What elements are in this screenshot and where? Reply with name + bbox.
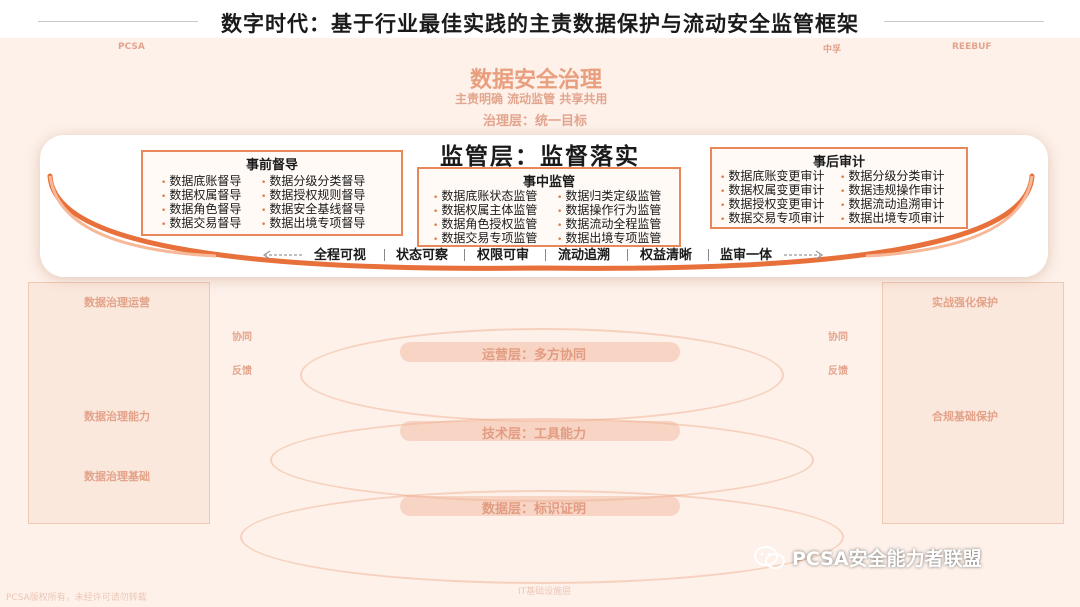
layer-ring-data (240, 490, 844, 584)
mid-item: 数据归类定级监管 (557, 187, 661, 204)
logo-pcsa: PCSA (118, 42, 145, 52)
ops-layer-label: 运营层：多方协同 (482, 348, 587, 363)
strip-separator (627, 249, 628, 261)
pre-supervision-box: 事前督导 数据底账督导 数据分级分类督导 数据权属督导 数据授权规则督导 数据角… (141, 150, 403, 236)
post-item: 数据出境专项审计 (840, 209, 944, 226)
strip-item-rights: 权益清晰 (640, 248, 693, 263)
pre-item: 数据交易督导 (161, 214, 241, 231)
collab-left: 协同 (232, 332, 252, 343)
strip-separator (545, 249, 546, 261)
strip-separator (464, 249, 465, 261)
pre-item: 数据底账督导 (161, 172, 241, 189)
title-rule-right (884, 21, 1044, 22)
post-item: 数据底账变更审计 (720, 167, 824, 184)
right-panel (882, 282, 1064, 524)
post-item: 数据流动追溯审计 (840, 195, 944, 212)
mid-item: 数据流动全程监管 (557, 215, 661, 232)
post-item: 数据分级分类审计 (840, 167, 944, 184)
logo-zhongfu: 中孚 (823, 45, 842, 55)
ops-layer-bar (400, 342, 680, 362)
mid-item: 数据角色授权监管 (433, 215, 537, 232)
footer-copyright: PCSA版权所有，未经许可请勿转载 (6, 593, 147, 603)
right-panel-combat: 实战强化保护 (932, 296, 998, 309)
post-item: 数据违规操作审计 (840, 181, 944, 198)
strip-item-trace: 流动追溯 (558, 248, 611, 263)
pre-item: 数据安全基线督导 (261, 200, 365, 217)
governance-title: 数据安全治理 (470, 68, 603, 93)
strip-arrow-left (262, 250, 302, 260)
strip-separator (384, 249, 385, 261)
mid-item: 数据底账状态监管 (433, 187, 537, 204)
footer-infra: IT基础设施层 (518, 587, 572, 597)
post-item: 数据授权变更审计 (720, 195, 824, 212)
right-panel-compliance: 合规基础保护 (932, 410, 998, 423)
data-layer-bar (400, 496, 680, 516)
mid-item: 数据权属主体监管 (433, 201, 537, 218)
strip-item-permission: 权限可审 (477, 248, 530, 263)
left-panel-foundation: 数据治理基础 (84, 470, 150, 483)
watermark-text: PCSA安全能力者联盟 (792, 548, 982, 570)
tech-layer-label: 技术层：工具能力 (482, 427, 587, 442)
data-layer-label: 数据层：标识证明 (482, 502, 587, 517)
left-panel (28, 282, 210, 524)
mid-item: 数据出境专项监管 (557, 229, 661, 246)
collab-right: 协同 (828, 332, 848, 343)
feedback-right: 反馈 (828, 366, 848, 377)
pre-item: 数据权属督导 (161, 186, 241, 203)
pre-item: 数据分级分类督导 (261, 172, 365, 189)
strip-item-integration: 监审一体 (720, 248, 773, 263)
strip-arrow-right (784, 250, 824, 260)
governance-layer-label: 治理层：统一目标 (483, 114, 588, 129)
pre-supervision-heading: 事前督导 (245, 158, 298, 173)
supervision-title: 监管层：监督落实 (440, 144, 640, 170)
mid-item: 数据操作行为监管 (557, 201, 661, 218)
logo-reebuf: REEBUF (952, 42, 992, 52)
pre-item: 数据授权规则督导 (261, 186, 365, 203)
post-audit-box: 事后审计 数据底账变更审计 数据分级分类审计 数据权属变更审计 数据违规操作审计… (710, 147, 968, 229)
tech-layer-bar (400, 421, 680, 441)
post-item: 数据权属变更审计 (720, 181, 824, 198)
title-rule-left (38, 21, 198, 22)
pre-item: 数据角色督导 (161, 200, 241, 217)
pre-item: 数据出境专项督导 (261, 214, 365, 231)
page-title: 数字时代：基于行业最佳实践的主责数据保护与流动安全监管框架 (221, 12, 859, 36)
strip-item-visibility: 全程可视 (314, 248, 367, 263)
mid-item: 数据交易专项监管 (433, 229, 537, 246)
feedback-left: 反馈 (232, 366, 252, 377)
wechat-icon (754, 546, 785, 569)
left-panel-capability: 数据治理能力 (84, 410, 150, 423)
mid-supervision-box: 事中监管 数据底账状态监管 数据归类定级监管 数据权属主体监管 数据操作行为监管… (417, 167, 681, 247)
strip-item-status: 状态可察 (396, 248, 449, 263)
supervision-arc (47, 173, 1035, 271)
left-panel-ops: 数据治理运营 (84, 296, 150, 309)
governance-subtitle: 主责明确 流动监管 共享共用 (455, 92, 608, 106)
strip-separator (708, 249, 709, 261)
post-item: 数据交易专项审计 (720, 209, 824, 226)
